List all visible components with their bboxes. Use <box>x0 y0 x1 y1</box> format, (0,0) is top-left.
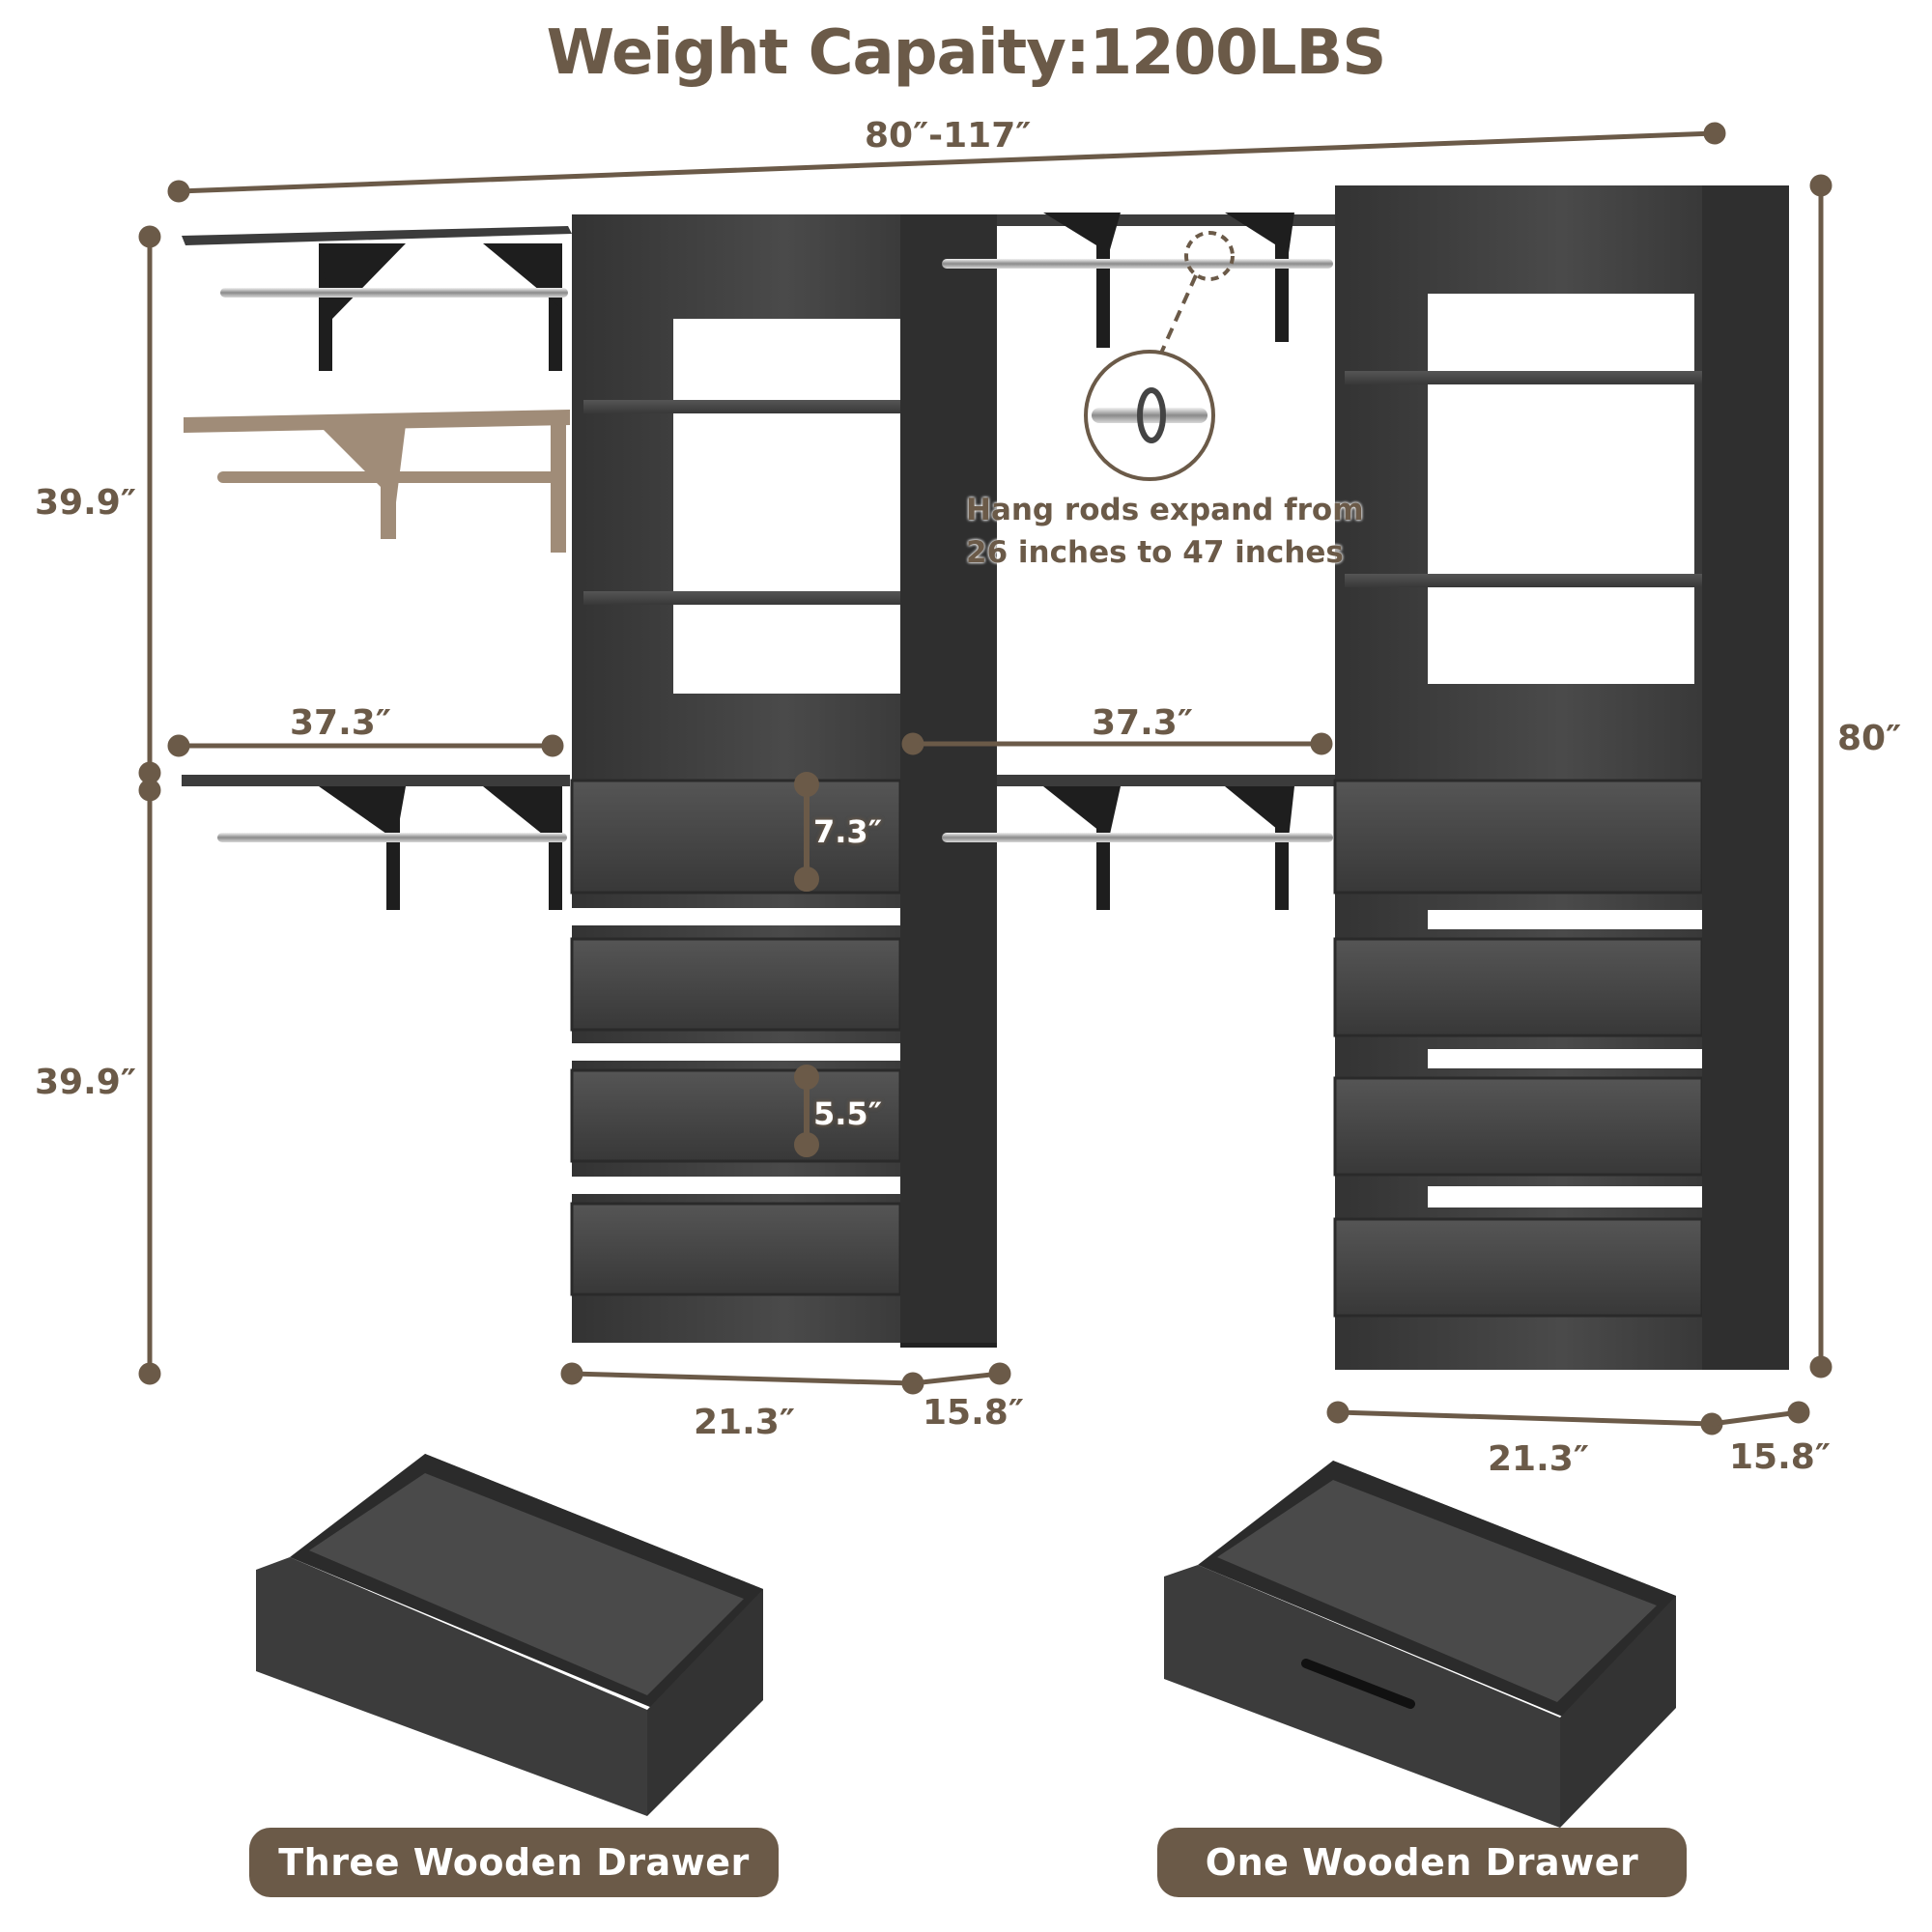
one-drawer-illustration <box>1164 1461 1676 1828</box>
rod-expand-note-line1: Hang rods expand from <box>966 493 1364 527</box>
right-tower-width-label: 21.3″ <box>1488 1439 1589 1479</box>
upper-height-label: 39.9″ <box>35 483 136 523</box>
page-title: Weight Capaity:1200LBS <box>546 17 1387 89</box>
right-tower-depth-label: 15.8″ <box>1729 1437 1831 1477</box>
top-drawer-height-label: 7.3″ <box>813 813 882 850</box>
drawer-handle-icon <box>1301 1659 1415 1709</box>
lower-drawer-height-label: 5.5″ <box>813 1095 882 1132</box>
middle-hang-section <box>942 213 1335 910</box>
adjustable-shelf-ghost <box>184 410 570 553</box>
middle-rod-width-label: 37.3″ <box>1092 703 1193 743</box>
rod-width-lines <box>167 732 1333 757</box>
three-drawer-label: Three Wooden Drawer <box>249 1828 779 1897</box>
left-lower-shelf <box>182 775 570 910</box>
drawer-height-markers <box>794 772 819 1157</box>
lower-height-label: 39.9″ <box>35 1063 136 1102</box>
left-rod-width-label: 37.3″ <box>290 703 391 743</box>
three-drawer-illustration <box>256 1454 763 1816</box>
right-tower <box>1333 185 1789 1370</box>
rod-expand-callout <box>1084 231 1235 481</box>
rod-expand-note-line2: 26 inches to 47 inches <box>966 535 1344 570</box>
rod-expand-note: Hang rods expand from 26 inches to 47 in… <box>966 489 1391 574</box>
left-tower-depth-label: 15.8″ <box>923 1393 1024 1433</box>
total-height-label: 80″ <box>1837 719 1902 758</box>
left-tower-width-label: 21.3″ <box>694 1403 795 1442</box>
left-tower <box>570 214 997 1348</box>
right-height-line <box>1809 174 1833 1378</box>
left-upper-shelf <box>182 226 572 371</box>
left-height-line <box>138 225 161 1385</box>
overall-width-line <box>167 122 1726 203</box>
one-drawer-label: One Wooden Drawer <box>1157 1828 1687 1897</box>
tower-base-lines <box>560 1362 1810 1435</box>
overall-width-label: 80″-117″ <box>865 116 1032 156</box>
